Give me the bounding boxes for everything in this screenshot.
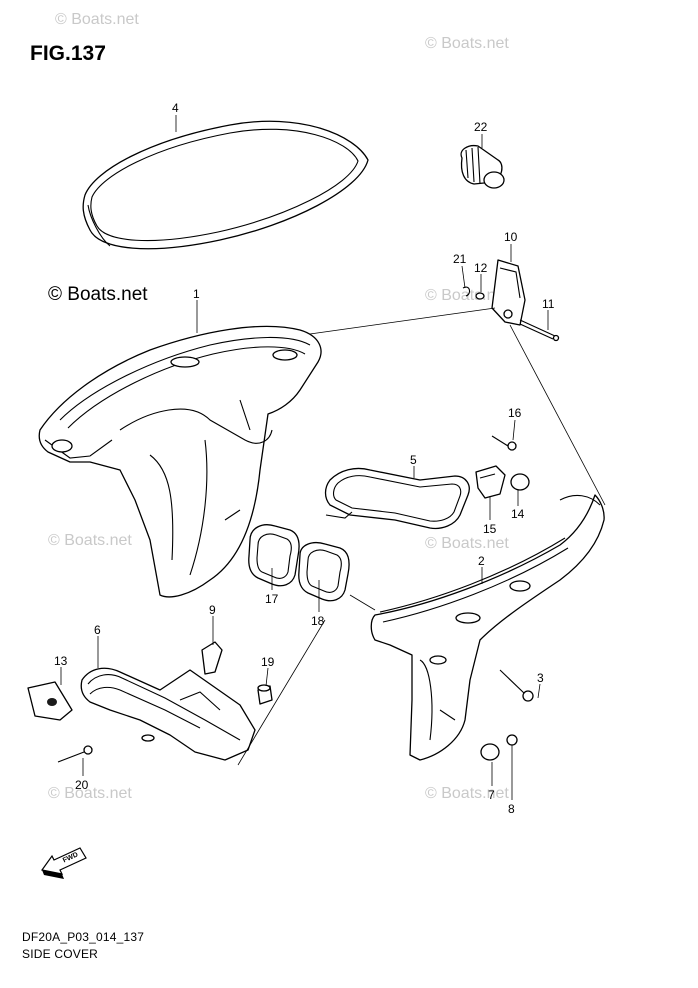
callout-9: 9 [209,603,216,617]
callout-20: 20 [75,778,89,792]
part-17-seal [248,524,300,587]
part-9-clamp [201,641,223,675]
watermarks: © Boats.net © Boats.net © Boats.net © Bo… [48,11,509,802]
figure-name: SIDE COVER [22,947,99,961]
watermark: © Boats.net [425,535,509,552]
part-4-seal [82,120,369,250]
figure-title: FIG.137 [30,42,106,65]
callout-12: 12 [474,261,488,275]
watermark: © Boats.net [48,284,148,305]
callout-18: 18 [311,614,325,628]
callout-6: 6 [94,623,101,637]
callout-2: 2 [478,554,485,568]
watermark: © Boats.net [425,35,509,52]
figure-code: DF20A_P03_014_137 [22,930,145,944]
callout-17: 17 [265,592,279,606]
callout-11: 11 [542,297,555,311]
callout-7: 7 [488,788,495,802]
part-19-spacer [257,684,273,705]
callout-1: 1 [193,287,200,301]
part-8-screw [506,734,518,746]
part-13-grommet [27,681,73,721]
part-14-cap [510,473,530,491]
part-1-side-cover [38,325,322,598]
part-2-side-cover [370,494,605,761]
part-12-washer [475,292,485,300]
watermark: © Boats.net [425,785,509,802]
callout-14: 14 [511,507,525,521]
part-22-grommet [460,144,505,189]
callout-19: 19 [261,655,275,669]
callout-15: 15 [483,522,497,536]
callout-22: 22 [474,120,488,134]
callout-21: 21 [453,252,467,266]
part-7-cap [480,743,500,761]
part-15-bracket [475,465,506,499]
part-18-seal [298,541,350,602]
part-3-bolt [499,669,534,702]
watermark: © Boats.net [55,11,139,28]
part-5-frame [324,467,470,530]
part-11-bolt [519,319,560,342]
callout-3: 3 [537,671,544,685]
callout-16: 16 [508,406,522,420]
watermark: © Boats.net [48,532,132,549]
leader-lines [60,115,549,800]
callout-5: 5 [410,453,417,467]
part-6-bracket [80,667,256,761]
callout-4: 4 [172,101,179,115]
callout-10: 10 [504,230,518,244]
part-10-bracket [491,259,526,326]
part-16-screw [491,435,517,451]
fwd-arrow-icon: FWD [40,847,87,879]
guide-lines [237,307,606,766]
callouts: 4 22 10 21 12 11 1 16 5 15 14 2 17 18 9 … [54,101,555,816]
part-20-bolt [57,745,93,763]
watermark: © Boats.net [48,785,132,802]
callout-8: 8 [508,802,515,816]
callout-13: 13 [54,654,68,668]
